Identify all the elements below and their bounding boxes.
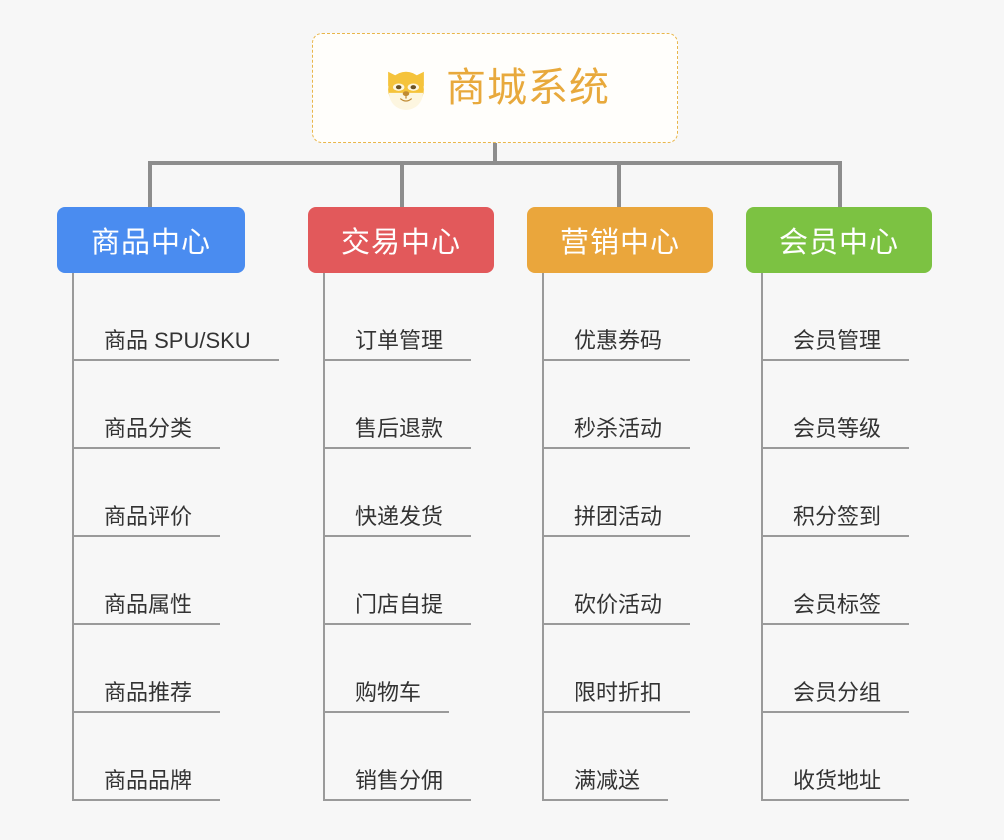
list-item[interactable]: 积分签到 bbox=[746, 449, 932, 537]
leaf-list-trade-center: 订单管理 售后退款 快递发货 门店自提 购物车 销售分佣 bbox=[308, 273, 494, 801]
branch-marketing-center: 营销中心 优惠券码 秒杀活动 拼团活动 砍价活动 限时折扣 满减送 bbox=[527, 207, 713, 801]
list-item[interactable]: 商品属性 bbox=[57, 537, 245, 625]
leaf-label: 商品属性 bbox=[72, 592, 221, 625]
leaf-label: 购物车 bbox=[323, 680, 450, 713]
leaf-label: 商品 SPU/SKU bbox=[72, 328, 279, 361]
list-item[interactable]: 优惠券码 bbox=[527, 273, 713, 361]
list-item[interactable]: 销售分佣 bbox=[308, 713, 494, 801]
leaf-label: 拼团活动 bbox=[542, 504, 691, 537]
connector-horizontal-bus bbox=[148, 161, 842, 165]
list-item[interactable]: 售后退款 bbox=[308, 361, 494, 449]
leaf-label: 会员管理 bbox=[761, 328, 910, 361]
dog-face-icon bbox=[380, 62, 432, 114]
leaf-label: 商品分类 bbox=[72, 416, 221, 449]
leaf-rail bbox=[761, 273, 763, 801]
list-item[interactable]: 会员分组 bbox=[746, 625, 932, 713]
connector-drop-3 bbox=[617, 161, 621, 207]
leaf-list-marketing-center: 优惠券码 秒杀活动 拼团活动 砍价活动 限时折扣 满减送 bbox=[527, 273, 713, 801]
list-item[interactable]: 订单管理 bbox=[308, 273, 494, 361]
list-item[interactable]: 商品分类 bbox=[57, 361, 245, 449]
leaf-rail bbox=[542, 273, 544, 801]
list-item[interactable]: 商品评价 bbox=[57, 449, 245, 537]
leaf-label: 砍价活动 bbox=[542, 592, 691, 625]
leaf-label: 积分签到 bbox=[761, 504, 910, 537]
leaf-label: 门店自提 bbox=[323, 592, 472, 625]
list-item[interactable]: 满减送 bbox=[527, 713, 713, 801]
branch-header-trade-center[interactable]: 交易中心 bbox=[308, 207, 494, 273]
branch-header-marketing-center[interactable]: 营销中心 bbox=[527, 207, 713, 273]
list-item[interactable]: 秒杀活动 bbox=[527, 361, 713, 449]
list-item[interactable]: 商品推荐 bbox=[57, 625, 245, 713]
leaf-label: 满减送 bbox=[542, 768, 669, 801]
leaf-label: 会员标签 bbox=[761, 592, 910, 625]
leaf-label: 销售分佣 bbox=[323, 768, 472, 801]
leaf-label: 会员分组 bbox=[761, 680, 910, 713]
branch-member-center: 会员中心 会员管理 会员等级 积分签到 会员标签 会员分组 收货地址 bbox=[746, 207, 932, 801]
connector-drop-4 bbox=[838, 161, 842, 207]
branch-product-center: 商品中心 商品 SPU/SKU 商品分类 商品评价 商品属性 商品推荐 商品品牌 bbox=[57, 207, 279, 801]
root-node[interactable]: 商城系统 bbox=[312, 33, 678, 143]
branch-header-product-center[interactable]: 商品中心 bbox=[57, 207, 245, 273]
list-item[interactable]: 门店自提 bbox=[308, 537, 494, 625]
leaf-label: 会员等级 bbox=[761, 416, 910, 449]
leaf-label: 优惠券码 bbox=[542, 328, 691, 361]
list-item[interactable]: 会员管理 bbox=[746, 273, 932, 361]
leaf-list-member-center: 会员管理 会员等级 积分签到 会员标签 会员分组 收货地址 bbox=[746, 273, 932, 801]
list-item[interactable]: 会员标签 bbox=[746, 537, 932, 625]
leaf-label: 售后退款 bbox=[323, 416, 472, 449]
connector-root-stem bbox=[493, 143, 497, 165]
list-item[interactable]: 砍价活动 bbox=[527, 537, 713, 625]
leaf-label: 商品推荐 bbox=[72, 680, 221, 713]
leaf-label: 商品品牌 bbox=[72, 768, 221, 801]
list-item[interactable]: 会员等级 bbox=[746, 361, 932, 449]
leaf-label: 商品评价 bbox=[72, 504, 221, 537]
leaf-label: 订单管理 bbox=[323, 328, 472, 361]
list-item[interactable]: 购物车 bbox=[308, 625, 494, 713]
leaf-label: 收货地址 bbox=[761, 768, 910, 801]
leaf-rail bbox=[72, 273, 74, 801]
leaf-list-product-center: 商品 SPU/SKU 商品分类 商品评价 商品属性 商品推荐 商品品牌 bbox=[57, 273, 279, 801]
list-item[interactable]: 收货地址 bbox=[746, 713, 932, 801]
branch-header-member-center[interactable]: 会员中心 bbox=[746, 207, 932, 273]
connector-drop-1 bbox=[148, 161, 152, 207]
leaf-label: 秒杀活动 bbox=[542, 416, 691, 449]
leaf-rail bbox=[323, 273, 325, 801]
list-item[interactable]: 商品 SPU/SKU bbox=[57, 273, 279, 361]
list-item[interactable]: 快递发货 bbox=[308, 449, 494, 537]
branch-trade-center: 交易中心 订单管理 售后退款 快递发货 门店自提 购物车 销售分佣 bbox=[308, 207, 494, 801]
connector-drop-2 bbox=[400, 161, 404, 207]
root-title: 商城系统 bbox=[446, 66, 610, 110]
list-item[interactable]: 拼团活动 bbox=[527, 449, 713, 537]
list-item[interactable]: 商品品牌 bbox=[57, 713, 245, 801]
leaf-label: 限时折扣 bbox=[542, 680, 691, 713]
leaf-label: 快递发货 bbox=[323, 504, 472, 537]
list-item[interactable]: 限时折扣 bbox=[527, 625, 713, 713]
